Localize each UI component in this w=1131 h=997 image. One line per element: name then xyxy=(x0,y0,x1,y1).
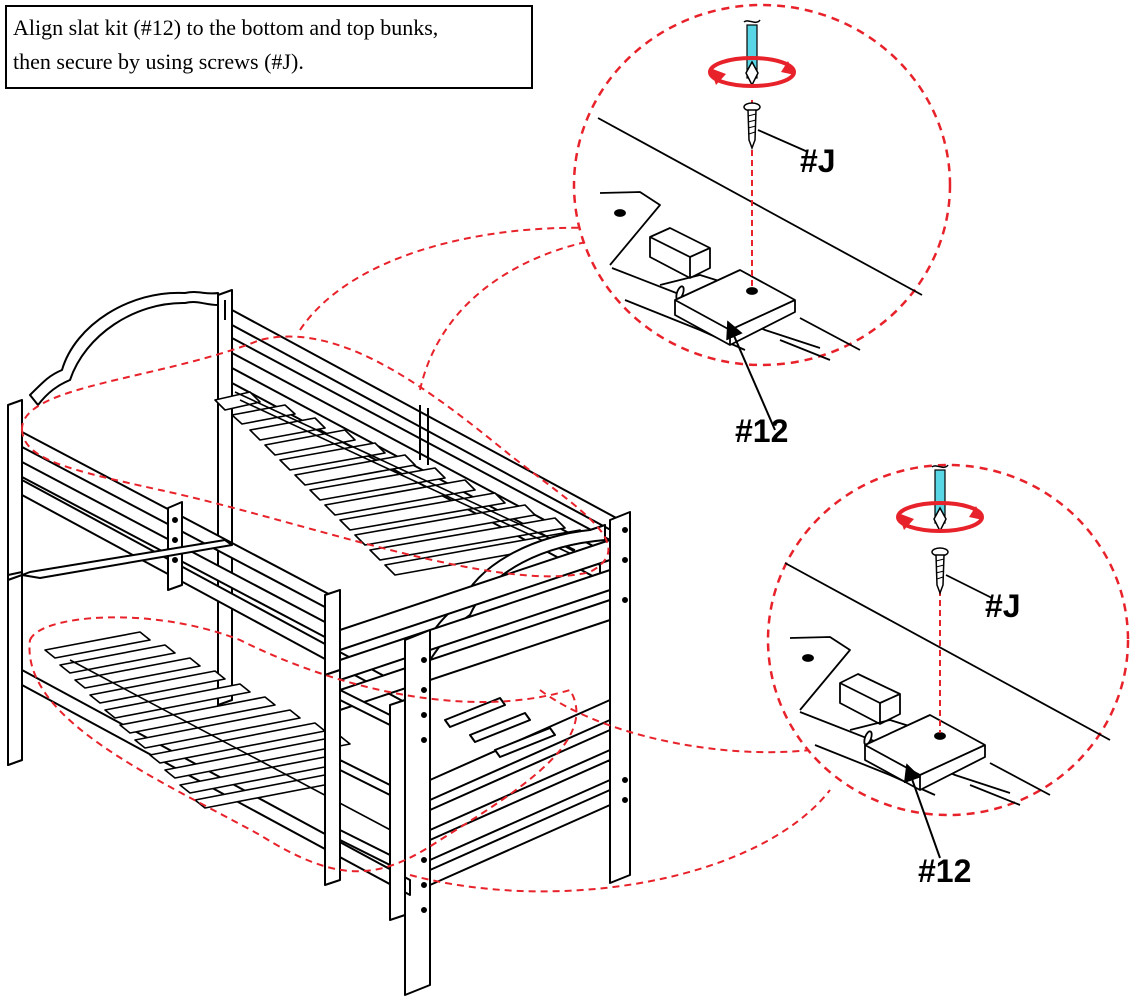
upper-connector-line-b xyxy=(419,239,596,391)
upper-screw-label: #J xyxy=(800,143,836,179)
upper-part-label: #12 xyxy=(735,413,788,449)
screwdriver-bit-icon xyxy=(743,19,761,87)
bunk-bed-illustration xyxy=(7,289,631,996)
lower-connector-line-b xyxy=(409,789,831,893)
rotation-arrow-icon xyxy=(708,56,796,88)
back-left-post xyxy=(217,289,233,706)
bottom-bunk-slats xyxy=(44,631,401,836)
lower-detail-callout: #J #12 xyxy=(766,463,1130,889)
highlight-ellipses xyxy=(20,226,831,893)
back-right-post xyxy=(609,511,631,884)
guard-post xyxy=(324,589,341,676)
lower-screw-label: #J xyxy=(985,588,1021,624)
lower-slat-kit-part xyxy=(864,714,986,791)
ladder xyxy=(324,669,406,921)
front-left-lower-post xyxy=(7,574,23,766)
upper-slat-kit-part xyxy=(674,269,796,346)
instruction-box: Align slat kit (#12) to the bottom and t… xyxy=(5,5,533,89)
instruction-line-1: Align slat kit (#12) to the bottom and t… xyxy=(13,15,439,40)
screwdriver-bit-icon xyxy=(931,464,949,533)
screw-icon xyxy=(743,102,761,151)
bottom-bunk-highlight xyxy=(28,616,578,873)
screw-icon xyxy=(931,547,949,596)
lower-connector-line-a xyxy=(539,689,811,754)
top-headboard-curve xyxy=(29,291,219,406)
upper-callout-circle xyxy=(572,3,952,367)
front-right-post xyxy=(404,629,431,996)
top-bunk-slats xyxy=(214,391,591,576)
right-bottom-footboard xyxy=(429,697,611,886)
top-bunk-highlight xyxy=(20,335,610,578)
rotation-arrow-icon xyxy=(896,501,984,533)
instruction-line-2: then secure by using screws (#J). xyxy=(13,49,304,74)
upper-connector-line-a xyxy=(299,226,591,331)
lower-part-label: #12 xyxy=(918,853,971,889)
upper-detail-callout: #J #12 xyxy=(572,3,952,449)
